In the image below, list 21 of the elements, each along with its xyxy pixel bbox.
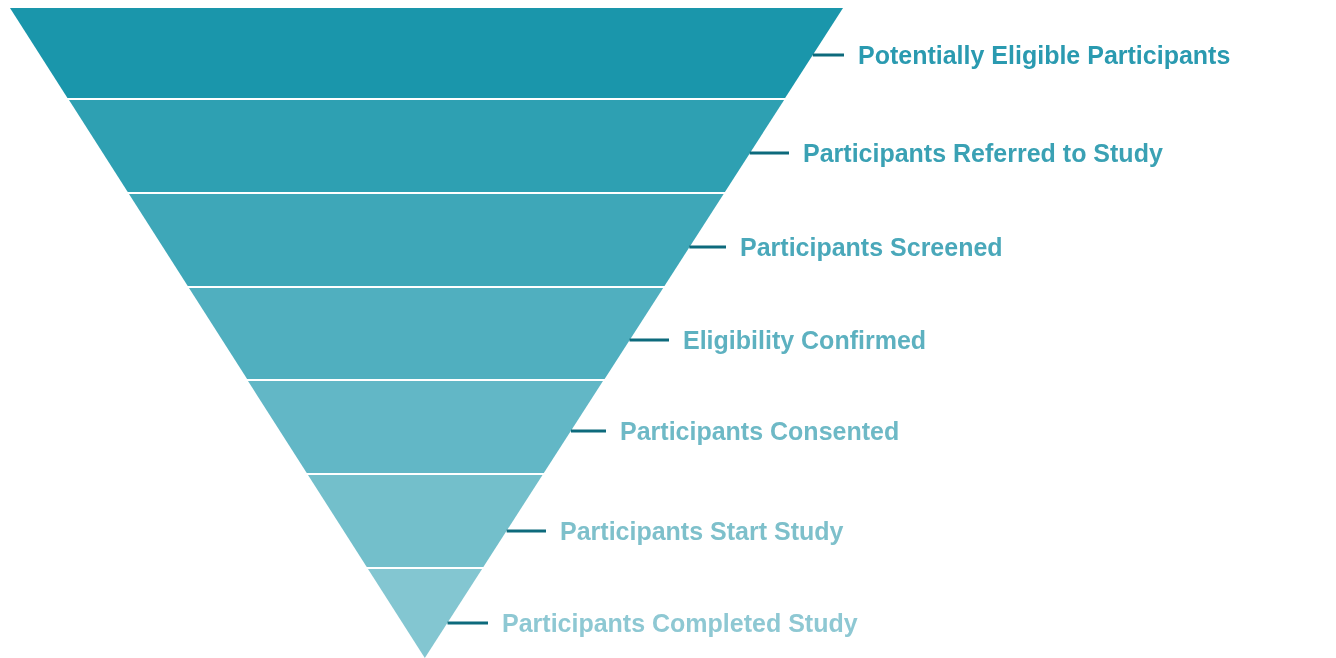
stage-label: Eligibility Confirmed [683, 325, 927, 355]
funnel-band [128, 194, 724, 286]
stage-label: Participants Consented [620, 416, 900, 446]
funnel-band [188, 288, 663, 379]
leader-line [506, 529, 546, 533]
leader-line [447, 621, 488, 625]
funnel-band [10, 8, 843, 98]
leader-line [689, 245, 726, 249]
leader-line [629, 338, 669, 342]
funnel-band [68, 100, 784, 192]
stage-label: Participants Start Study [560, 516, 844, 546]
stage-label: Participants Referred to Study [803, 138, 1163, 168]
funnel-tip [368, 569, 483, 658]
stage-label: Participants Screened [740, 232, 1003, 262]
leader-line [812, 53, 844, 57]
funnel-band [248, 381, 604, 473]
leader-line [749, 151, 789, 155]
stage-label: Participants Completed Study [502, 608, 858, 638]
funnel-band [308, 475, 543, 567]
leader-line [571, 429, 606, 433]
stage-label: Potentially Eligible Participants [858, 40, 1231, 70]
